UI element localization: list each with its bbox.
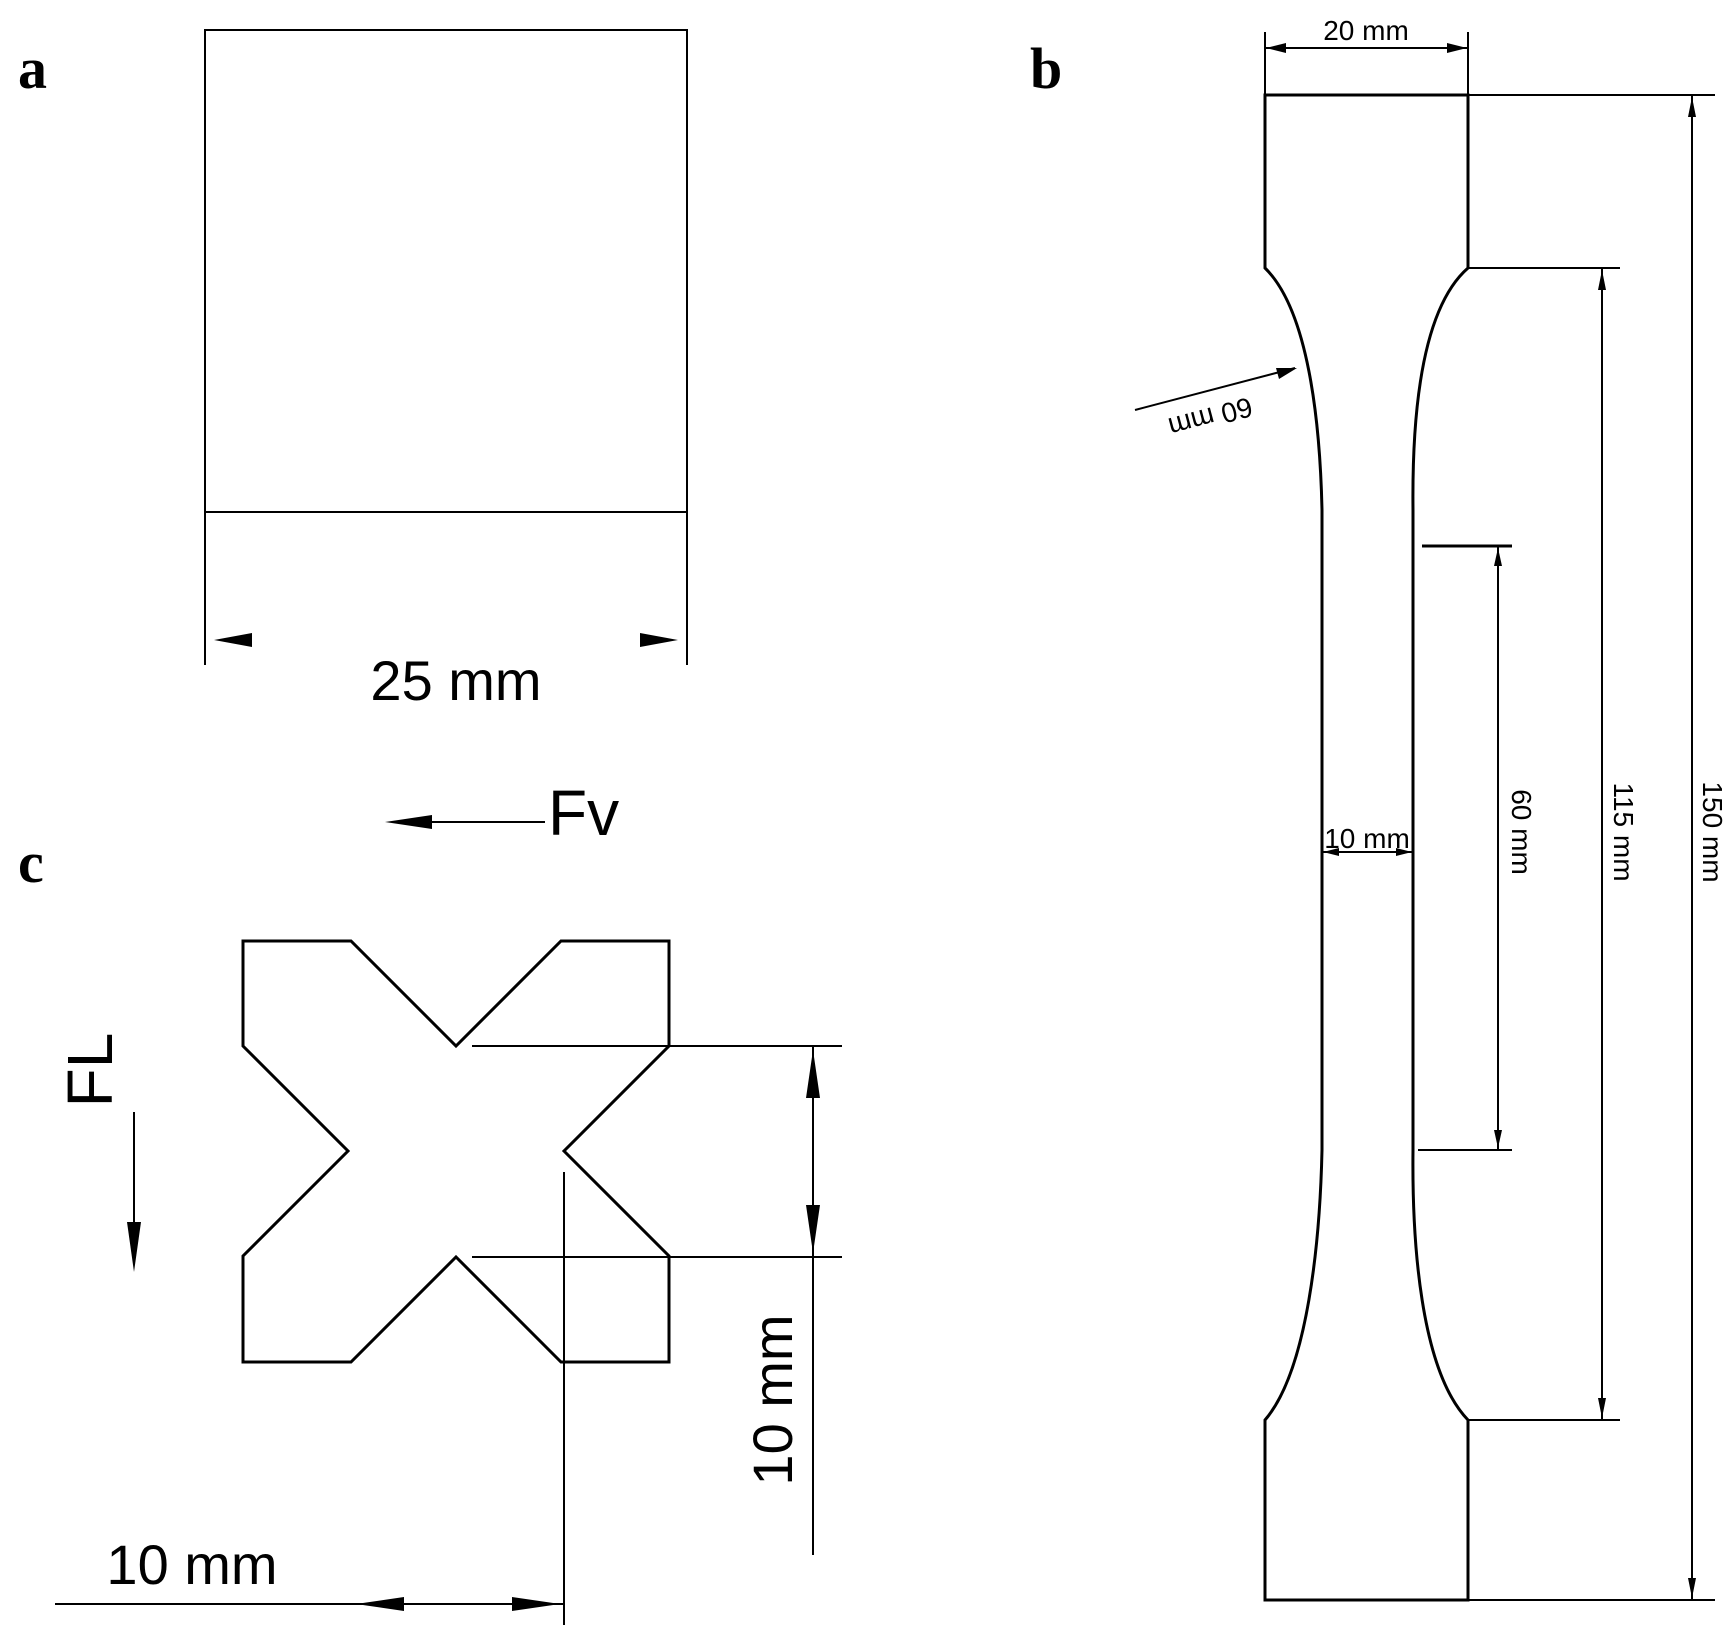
radius-leader xyxy=(1134,367,1296,411)
panel-a: a 25 mm xyxy=(18,29,688,712)
panel-b-label: b xyxy=(1030,36,1062,101)
neck-width-dim-label: 10 mm xyxy=(1324,823,1410,854)
overall-length-dimension: 150 mm xyxy=(1468,94,1728,1601)
overall-length-dim-label: 150 mm xyxy=(1697,781,1728,882)
dimension-arrow xyxy=(1323,848,1339,856)
dimension-arrow-left xyxy=(214,633,252,647)
dimension-arrow xyxy=(1598,270,1606,290)
dimension-arrow xyxy=(1494,548,1502,566)
neck-width-dimension: 10 mm xyxy=(1322,823,1413,856)
cross-specimen xyxy=(241,939,671,1364)
dimension-arrow xyxy=(1494,1130,1502,1148)
dimension-arrow xyxy=(1266,43,1286,53)
dimension-arrow xyxy=(512,1597,560,1611)
dimension-arrow xyxy=(1598,1398,1606,1418)
dimension-arrow xyxy=(1396,848,1412,856)
dimension-arrow xyxy=(1447,43,1467,53)
vertical-force: FL xyxy=(54,1033,141,1272)
dimension-arrow xyxy=(1688,1578,1696,1598)
width-dim-label: 25 mm xyxy=(370,649,541,712)
dimension-arrow xyxy=(1688,97,1696,117)
narrow-length-dim-label: 115 mm xyxy=(1608,782,1639,881)
dogbone-specimen xyxy=(1263,93,1470,1602)
dimension-arrow-right xyxy=(640,633,678,647)
horizontal-10mm-dimension: 10 mm xyxy=(55,1172,565,1625)
top-width-dim-label: 20 mm xyxy=(1323,15,1409,46)
width-dimension: 25 mm xyxy=(204,512,688,712)
vertical-10mm-dimension: 10 mm xyxy=(472,1045,842,1555)
panel-c-label: c xyxy=(18,830,44,895)
horizontal-force: Fv xyxy=(385,777,619,849)
vertical-dim-label: 10 mm xyxy=(741,1314,804,1485)
force-arrow-head xyxy=(127,1222,141,1272)
panel-a-label: a xyxy=(18,36,47,101)
panel-c: c Fv FL 10 mm 1 xyxy=(18,777,842,1625)
top-width-dimension: 20 mm xyxy=(1264,15,1469,95)
force-arrow-head xyxy=(385,815,432,829)
dimension-arrow xyxy=(356,1597,404,1611)
square-specimen xyxy=(204,29,688,513)
force-fv-label: Fv xyxy=(548,777,619,849)
panel-b: b 20 mm 60 mm 10 mm xyxy=(1030,15,1728,1602)
gauge-length-dim-label: 60 mm xyxy=(1506,789,1537,875)
radius-arrow xyxy=(1276,368,1297,379)
gauge-length-dimension: 60 mm xyxy=(1418,544,1537,1151)
narrow-length-dimension: 115 mm xyxy=(1468,267,1639,1421)
dimension-arrow xyxy=(806,1205,820,1253)
radius-dimension: 60 mm xyxy=(1134,367,1297,443)
force-fl-label: FL xyxy=(54,1033,126,1108)
horizontal-dim-label: 10 mm xyxy=(106,1533,277,1596)
dimension-arrow xyxy=(806,1050,820,1098)
